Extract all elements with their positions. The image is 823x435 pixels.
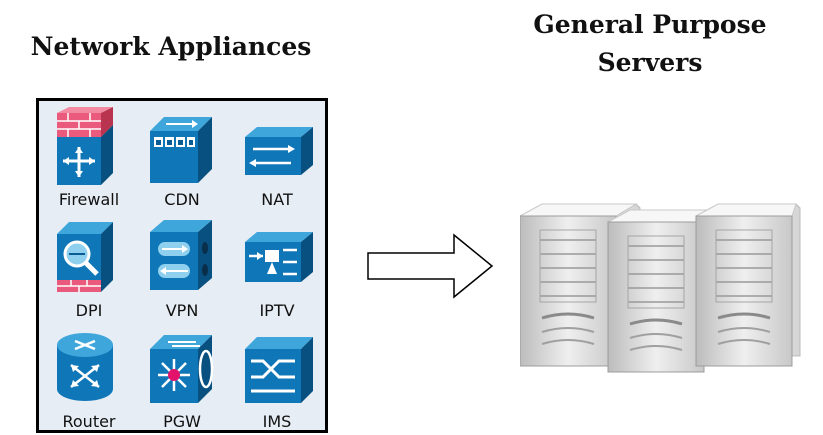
- servers-title-line-2: Servers: [597, 48, 703, 77]
- appliance-nat: NAT: [229, 103, 325, 211]
- iptv-icon: [245, 232, 313, 282]
- appliance-label: IMS: [262, 412, 292, 431]
- appliance-router: Router: [41, 325, 137, 433]
- appliance-label: IPTV: [259, 301, 295, 320]
- servers-title-line-1: General Purpose: [533, 10, 767, 39]
- general-purpose-servers-title: General Purpose Servers: [500, 6, 800, 82]
- appliance-label: CDN: [164, 190, 200, 209]
- firewall-icon: [57, 107, 113, 185]
- appliance-label: DPI: [75, 301, 103, 320]
- appliance-label: Router: [62, 412, 116, 431]
- appliance-label: NAT: [261, 190, 293, 209]
- appliance-label: VPN: [165, 301, 199, 320]
- appliance-label: Firewall: [58, 190, 120, 209]
- dpi-icon: [57, 222, 113, 292]
- network-appliances-panel: Firewall CDN: [36, 98, 328, 433]
- router-icon: [57, 333, 113, 401]
- appliance-pgw: PGW: [134, 325, 230, 433]
- cdn-icon: [150, 117, 212, 183]
- appliance-ims: IMS: [229, 325, 325, 433]
- right-arrow: [367, 233, 494, 299]
- appliance-vpn: VPN: [134, 214, 230, 322]
- general-purpose-servers-illustration: [520, 203, 801, 373]
- server-tower-3: [695, 203, 801, 367]
- appliance-label: PGW: [163, 412, 201, 431]
- appliance-firewall: Firewall: [41, 103, 137, 211]
- nat-icon: [245, 127, 313, 175]
- vpn-icon: [150, 220, 212, 290]
- appliance-cdn: CDN: [134, 103, 230, 211]
- pgw-icon: [150, 335, 214, 403]
- appliance-dpi: DPI: [41, 214, 137, 322]
- appliance-iptv: IPTV: [229, 214, 325, 322]
- ims-icon: [245, 337, 313, 403]
- network-appliances-title: Network Appliances: [30, 32, 312, 61]
